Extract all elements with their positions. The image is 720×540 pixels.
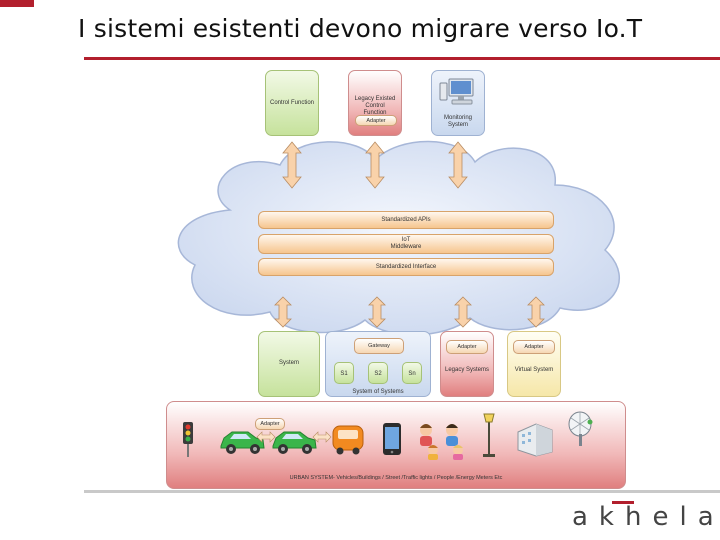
people-icon	[420, 424, 463, 460]
double-arrow-icon	[282, 141, 302, 189]
footer-rule	[84, 490, 720, 493]
street-lamp-icon	[483, 413, 495, 457]
system-box: System	[258, 331, 320, 397]
page-title: I sistemi esistenti devono migrare verso…	[78, 14, 643, 43]
system-of-systems-box: Gateway S1 S2 Sn System of Systems	[325, 331, 431, 397]
subsystem-s1: S1	[334, 362, 354, 384]
iot-middleware-line2: Middleware	[390, 244, 422, 250]
legacy-systems-label: Legacy Systems	[444, 367, 490, 373]
urban-system-caption: URBAN SYSTEM- Vehicles/Buildings / Stree…	[289, 475, 503, 481]
satellite-dish-icon	[568, 411, 593, 446]
monitoring-system-box: Monitoring System	[431, 70, 485, 136]
double-arrow-icon	[368, 296, 386, 328]
subsystem-s2: S2	[368, 362, 388, 384]
control-function-label: Control Function	[269, 100, 315, 106]
title-accent-bar	[0, 0, 34, 7]
iot-middleware-line1: IoT	[401, 237, 411, 243]
legacy-systems-adapter: Adapter	[446, 340, 488, 354]
subsystem-sn: Sn	[402, 362, 422, 384]
link-arrow-icon	[312, 431, 332, 443]
gateway-box: Gateway	[354, 338, 404, 354]
car-icon	[272, 431, 317, 454]
legacy-systems-box: Adapter Legacy Systems	[440, 331, 494, 397]
legacy-control-function-label: Legacy Existed Control Function	[354, 96, 396, 116]
virtual-system-adapter: Adapter	[513, 340, 555, 354]
legacy-control-function-box: Legacy Existed Control Function Adapter	[348, 70, 402, 136]
system-of-systems-label: System of Systems	[352, 389, 404, 395]
standardized-interface-layer: Standardized Interface	[258, 258, 554, 276]
system-label: System	[278, 360, 299, 366]
double-arrow-icon	[448, 141, 468, 189]
monitoring-system-label: Monitoring System	[443, 115, 472, 128]
car-icon	[220, 431, 265, 454]
virtual-system-box: Adapter Virtual System	[507, 331, 561, 397]
title-underline	[84, 57, 720, 60]
building-icon	[517, 423, 553, 457]
computer-icon	[439, 78, 474, 105]
iot-middleware-layer: IoT Middleware	[258, 234, 554, 254]
double-arrow-icon	[527, 296, 545, 328]
control-function-box: Control Function	[265, 70, 319, 136]
standardized-apis-layer: Standardized APIs	[258, 211, 554, 229]
double-arrow-icon	[365, 141, 385, 189]
link-arrow-icon	[256, 431, 276, 443]
legacy-control-adapter: Adapter	[355, 115, 397, 126]
smartphone-icon	[383, 423, 401, 455]
akhela-logo: akhela	[572, 502, 720, 532]
bus-icon	[332, 425, 364, 455]
double-arrow-icon	[454, 296, 472, 328]
virtual-system-label: Virtual System	[514, 367, 554, 373]
logo-accent	[612, 501, 634, 504]
urban-adapter: Adapter	[255, 418, 285, 430]
double-arrow-icon	[274, 296, 292, 328]
traffic-light-icon	[183, 422, 193, 457]
